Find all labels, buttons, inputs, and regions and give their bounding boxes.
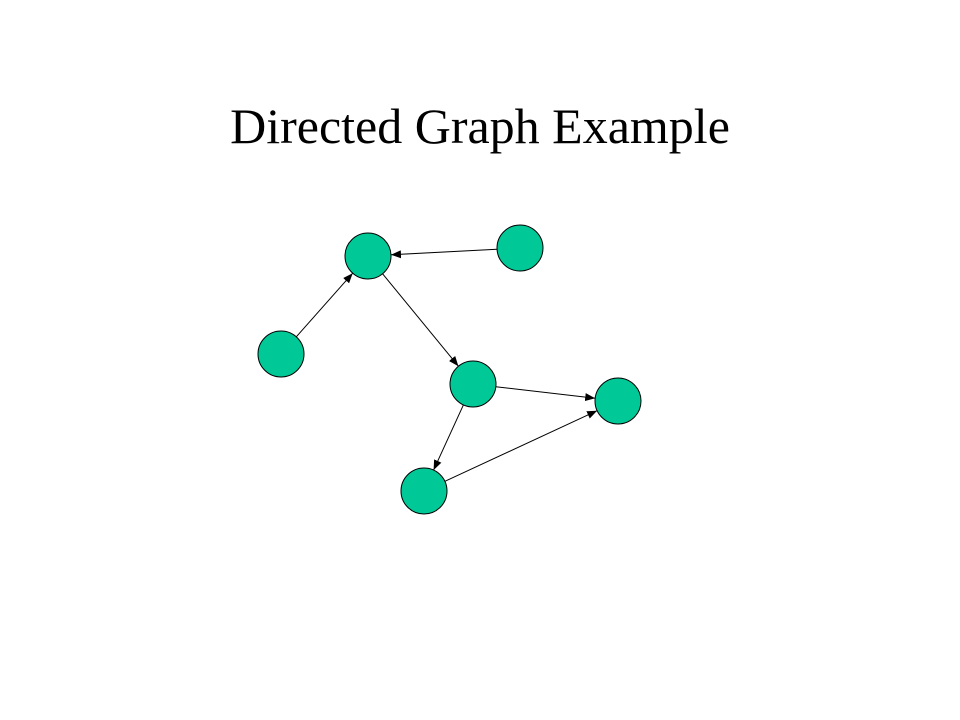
edges-layer (295, 248, 598, 482)
edge-n6-to-n5 (444, 410, 598, 482)
edge-n4-to-n6 (433, 404, 464, 471)
graph-node-n6 (400, 467, 448, 515)
edge-n3-to-n1 (295, 272, 354, 338)
graph-node-n5 (594, 377, 642, 425)
graph-node-n1 (344, 232, 392, 280)
edge-n1-to-n4 (382, 273, 459, 367)
graph-node-n3 (257, 330, 305, 378)
slide-title: Directed Graph Example (230, 98, 730, 154)
graph-node-n2 (496, 224, 544, 272)
edge-n4-to-n5 (495, 386, 596, 402)
edge-n2-to-n1 (390, 248, 498, 259)
nodes-layer (257, 224, 642, 515)
graph-node-n4 (449, 360, 497, 408)
